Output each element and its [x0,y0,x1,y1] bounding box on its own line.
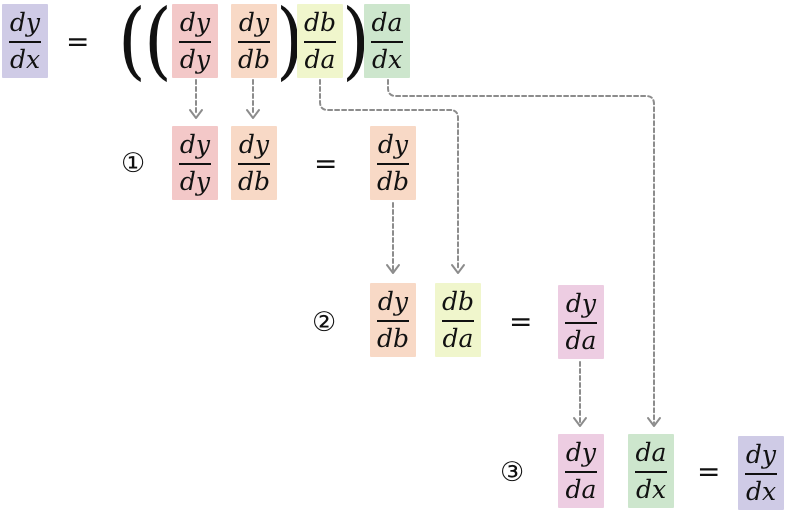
arrowhead-2 [246,109,260,119]
frac-numerator: dy [238,8,270,37]
frac-denominator: da [442,324,474,353]
frac-bar [179,163,211,165]
frac-bar [565,471,597,473]
row1-dy-dy: dy dy [172,126,218,200]
frac-bar [442,320,474,322]
frac-bar [745,473,777,475]
step-label-1: ① [121,148,146,179]
frac-numerator: dy [9,8,41,37]
arrowhead-3 [451,264,465,274]
row2-equals-sign: = [509,305,533,338]
frac-denominator: da [565,475,597,504]
frac-bar [179,41,211,43]
frac-denominator: da [304,45,336,74]
inner-open-paren: ( [144,0,172,89]
top-dy-dy: dy dy [172,4,218,78]
frac-denominator: db [237,45,270,74]
frac-numerator: da [371,8,403,37]
frac-denominator: da [565,326,597,355]
frac-numerator: db [441,287,474,316]
step-label-2: ② [312,307,337,338]
arrowhead-5 [573,417,587,427]
row3-result-dy-dx: dy dx [738,436,784,510]
frac-numerator: dy [377,130,409,159]
row3-equals-sign: = [697,455,721,488]
frac-denominator: db [237,167,270,196]
frac-denominator: db [376,324,409,353]
row2-result-dy-da: dy da [558,285,604,359]
frac-numerator: dy [565,438,597,467]
frac-bar [565,322,597,324]
arrowhead-4 [386,264,400,274]
top-da-dx: da dx [364,4,410,78]
step-label-3: ③ [500,457,525,488]
frac-numerator: db [303,8,336,37]
row1-equals-sign: = [314,147,338,180]
frac-denominator: dx [371,45,403,74]
frac-denominator: dy [179,45,211,74]
row1-dy-db: dy db [231,126,277,200]
frac-denominator: dx [635,475,667,504]
frac-bar [9,41,41,43]
frac-numerator: dy [745,440,777,469]
top-db-da: db da [297,4,343,78]
frac-denominator: dy [179,167,211,196]
frac-numerator: dy [179,8,211,37]
frac-bar [377,320,409,322]
frac-bar [238,163,270,165]
row2-db-da: db da [435,283,481,357]
frac-denominator: db [376,167,409,196]
frac-bar [304,41,336,43]
frac-bar [635,471,667,473]
top-equals-sign: = [66,25,90,58]
frac-denominator: dx [9,45,41,74]
frac-bar [377,163,409,165]
frac-bar [371,41,403,43]
arrow-dbda-to-row2 [319,79,459,271]
row2-dy-db: dy db [370,283,416,357]
frac-numerator: dy [565,289,597,318]
frac-numerator: dy [377,287,409,316]
row1-result-dy-db: dy db [370,126,416,200]
arrowhead-6 [647,417,661,427]
frac-numerator: da [635,438,667,467]
frac-bar [238,41,270,43]
outer-open-paren: ( [118,0,146,89]
row3-da-dx: da dx [628,434,674,508]
frac-denominator: dx [745,477,777,506]
frac-numerator: dy [238,130,270,159]
arrowhead-1 [189,109,203,119]
frac-numerator: dy [179,130,211,159]
top-lhs-dy-dx: dy dx [2,4,48,78]
top-dy-db: dy db [231,4,277,78]
row3-dy-da: dy da [558,434,604,508]
arrow-dadx-to-row3 [387,79,655,424]
